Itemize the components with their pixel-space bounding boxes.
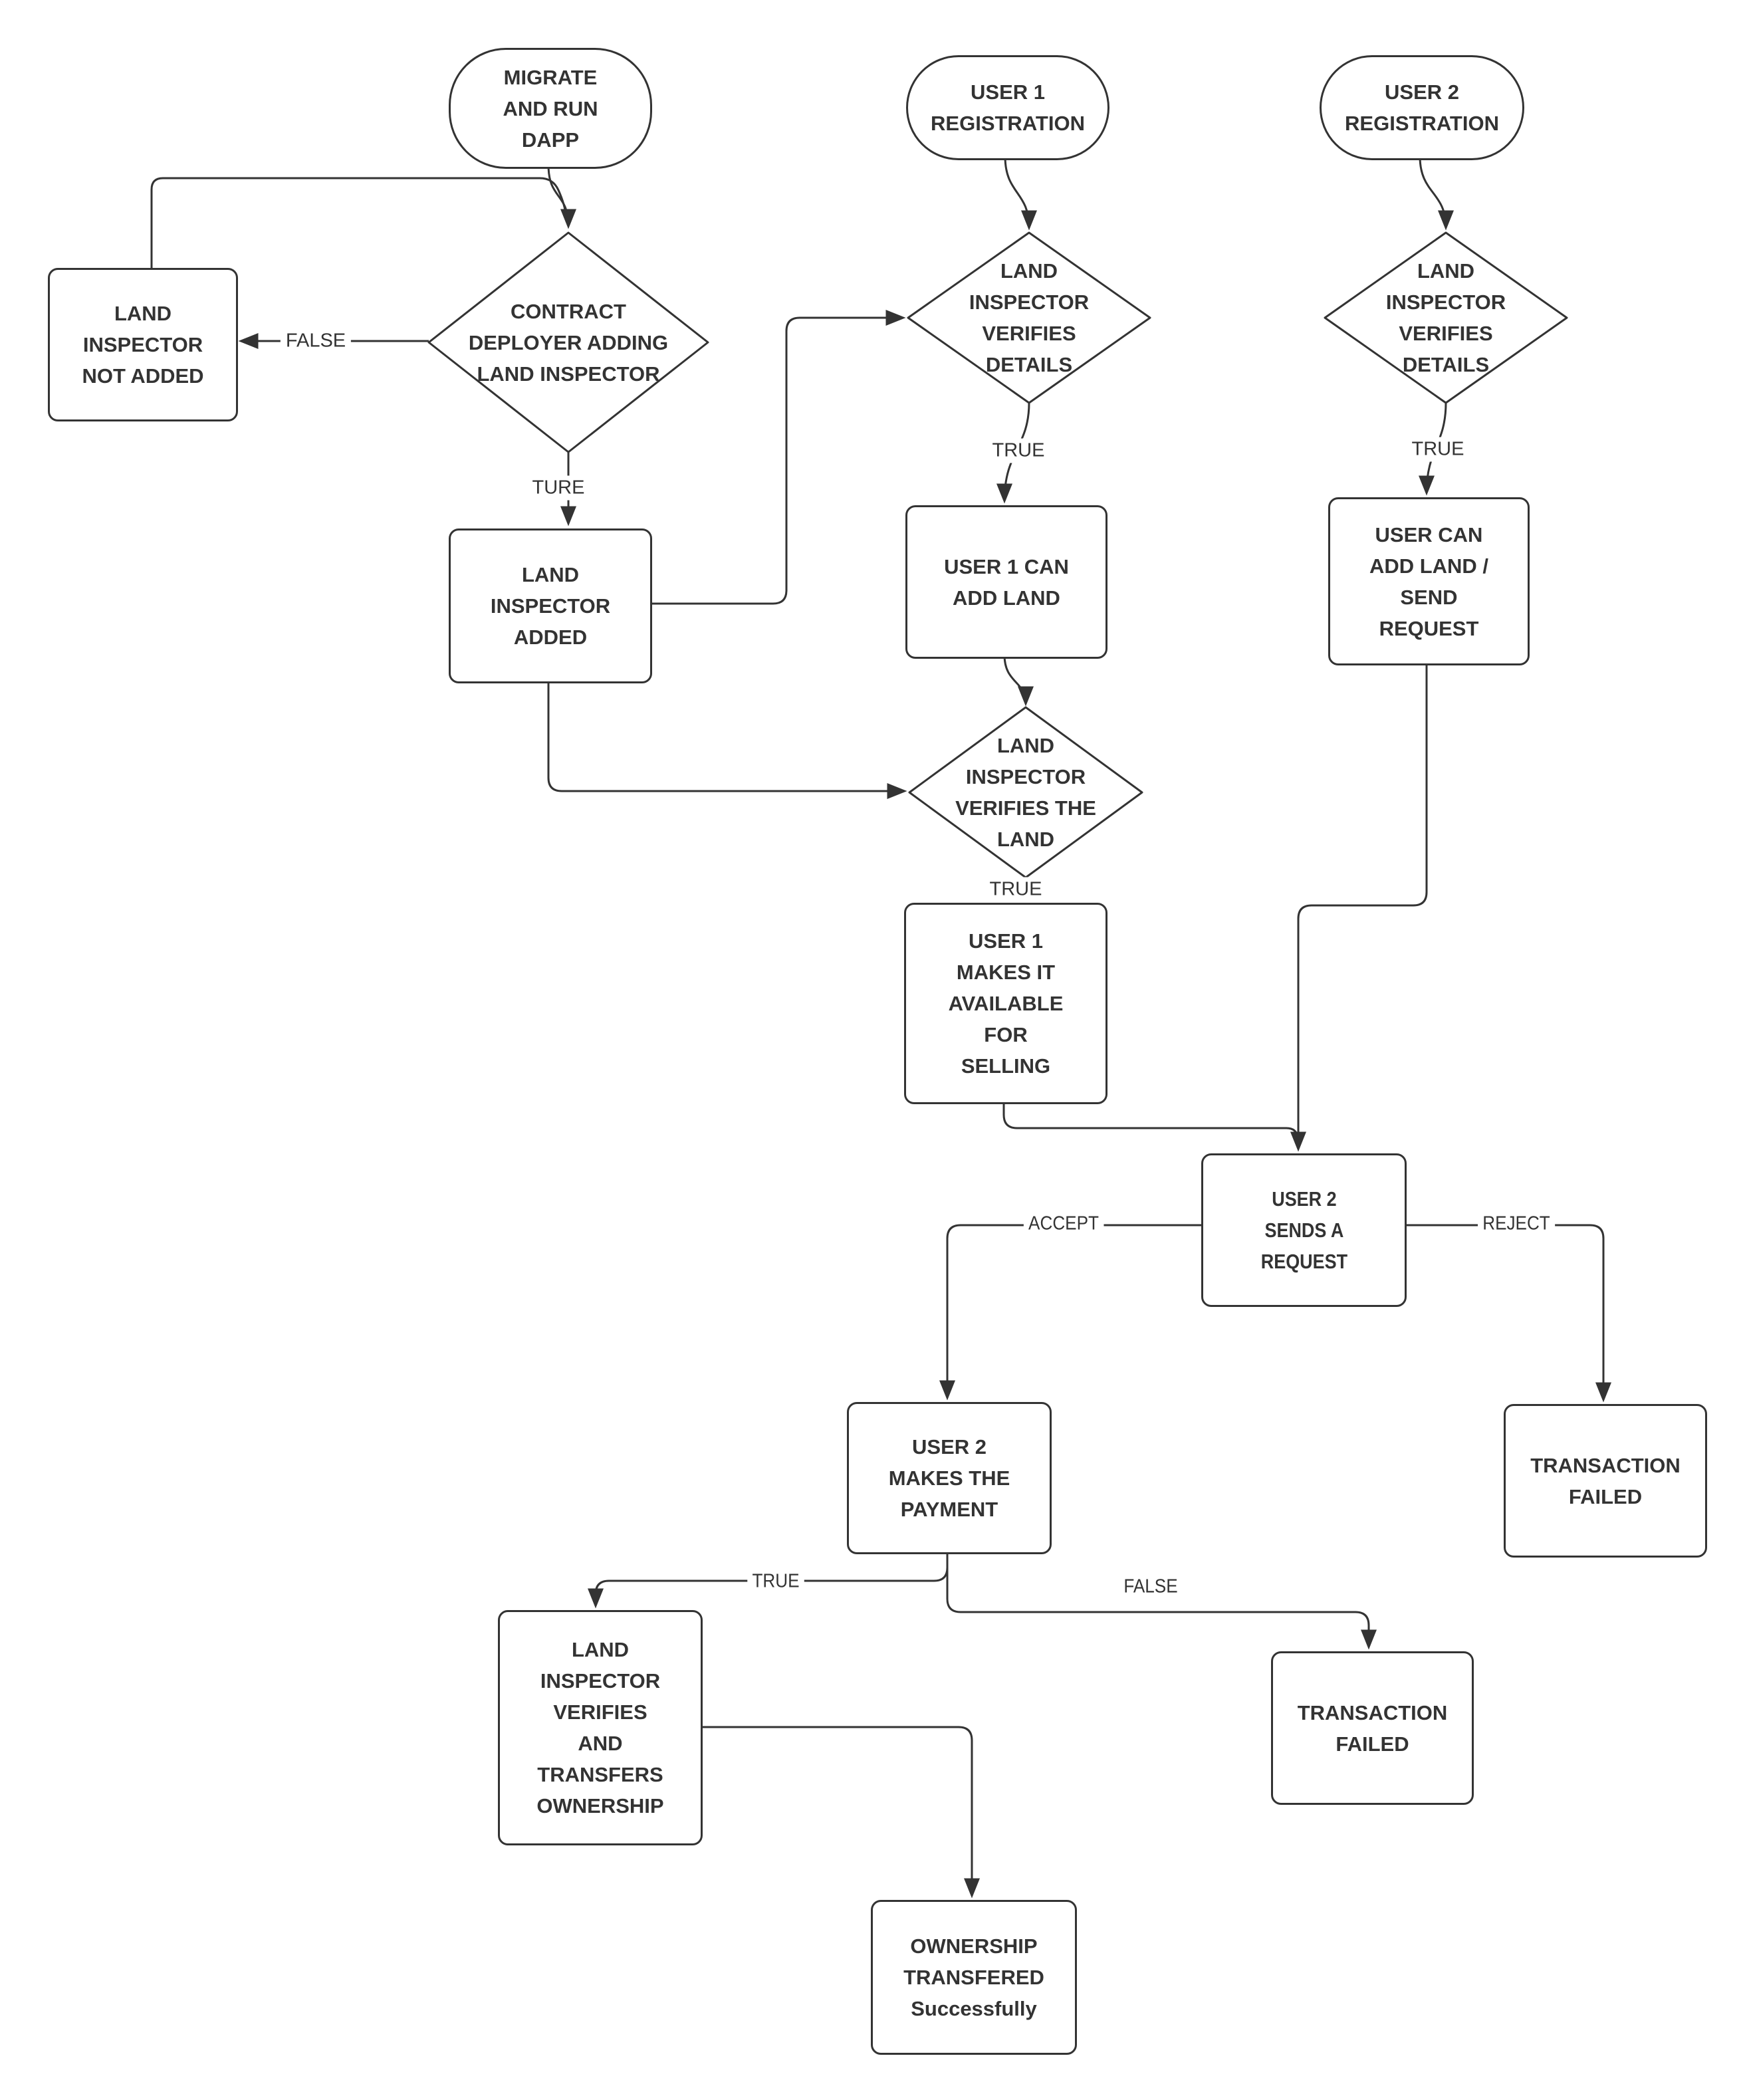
edge-label-true-details-1: TRUE [987,438,1050,463]
edge-added-to-verifyland [547,679,907,799]
edge-user1reg-to-details1 [1004,156,1037,231]
decision-land-inspector-verifies-the-land: LAND INSPECTOR VERIFIES THE LAND [955,734,1096,851]
edge-transfers-to-ownership [699,1726,980,1899]
node-user2-sends-a-request: USER 2 SENDS A REQUEST [1201,1153,1407,1307]
edge-label-true-details-2: TRUE [1406,437,1470,462]
node-migrate-and-run-dapp: MIGRATE AND RUN DAPP [449,48,652,169]
edge-reject [1403,1224,1611,1403]
node-land-inspector-verifies-and-transfers-ownership: LAND INSPECTOR VERIFIES AND TRANSFERS OW… [498,1610,703,1845]
decision-land-inspector-verifies-details-2: LAND INSPECTOR VERIFIES DETAILS [1385,259,1506,376]
edge-added-to-details1 [648,310,906,605]
node-user1-can-add-land: USER 1 CAN ADD LAND [905,505,1107,659]
edge-user2reg-to-details2 [1419,156,1454,231]
node-ownership-transfered-successfully: OWNERSHIP TRANSFERED Successfully [871,1900,1077,2055]
edge-available-to-user2sends [1002,1100,1300,1145]
shape-decision-verifies-details-1 [907,231,1151,404]
shape-decision-contract-deployer [427,231,709,453]
shape-decision-verifies-details-2 [1324,231,1568,404]
edge-label-ture: TURE [526,475,590,501]
edge-notadded-loopback [150,177,568,268]
node-transaction-failed-reject: TRANSACTION FAILED [1504,1404,1707,1558]
node-transaction-failed-false: TRANSACTION FAILED [1271,1651,1474,1805]
node-user1-registration: USER 1 REGISTRATION [906,55,1109,160]
edge-sendrequest-to-user2sends [1290,661,1428,1152]
node-user1-makes-it-available-for-selling: USER 1 MAKES IT AVAILABLE FOR SELLING [904,903,1107,1104]
edge-payment-false [946,1550,1377,1650]
node-user2-makes-the-payment: USER 2 MAKES THE PAYMENT [847,1402,1052,1554]
edge-accept [939,1224,1201,1401]
edge-label-reject: REJECT [1478,1211,1555,1236]
decision-land-inspector-verifies-details-1: LAND INSPECTOR VERIFIES DETAILS [969,259,1090,376]
node-land-inspector-added: LAND INSPECTOR ADDED [449,528,652,683]
node-user2-registration: USER 2 REGISTRATION [1320,55,1524,160]
edge-canadd-to-verifyland [1003,654,1034,707]
decision-contract-deployer-adding-land-inspector: CONTRACT DEPLOYER ADDING LAND INSPECTOR [468,299,669,386]
edge-label-false-deployer: FALSE [280,328,352,354]
edge-label-true-payment: TRUE [747,1569,804,1594]
edge-label-accept: ACCEPT [1023,1211,1104,1236]
node-user-can-add-land-send-request: USER CAN ADD LAND / SEND REQUEST [1328,497,1530,665]
edge-label-false-payment: FALSE [1119,1574,1183,1599]
edge-label-true-land: TRUE [984,877,1048,902]
node-land-inspector-not-added: LAND INSPECTOR NOT ADDED [48,268,238,421]
edge-migrate-to-deployer [547,164,576,229]
